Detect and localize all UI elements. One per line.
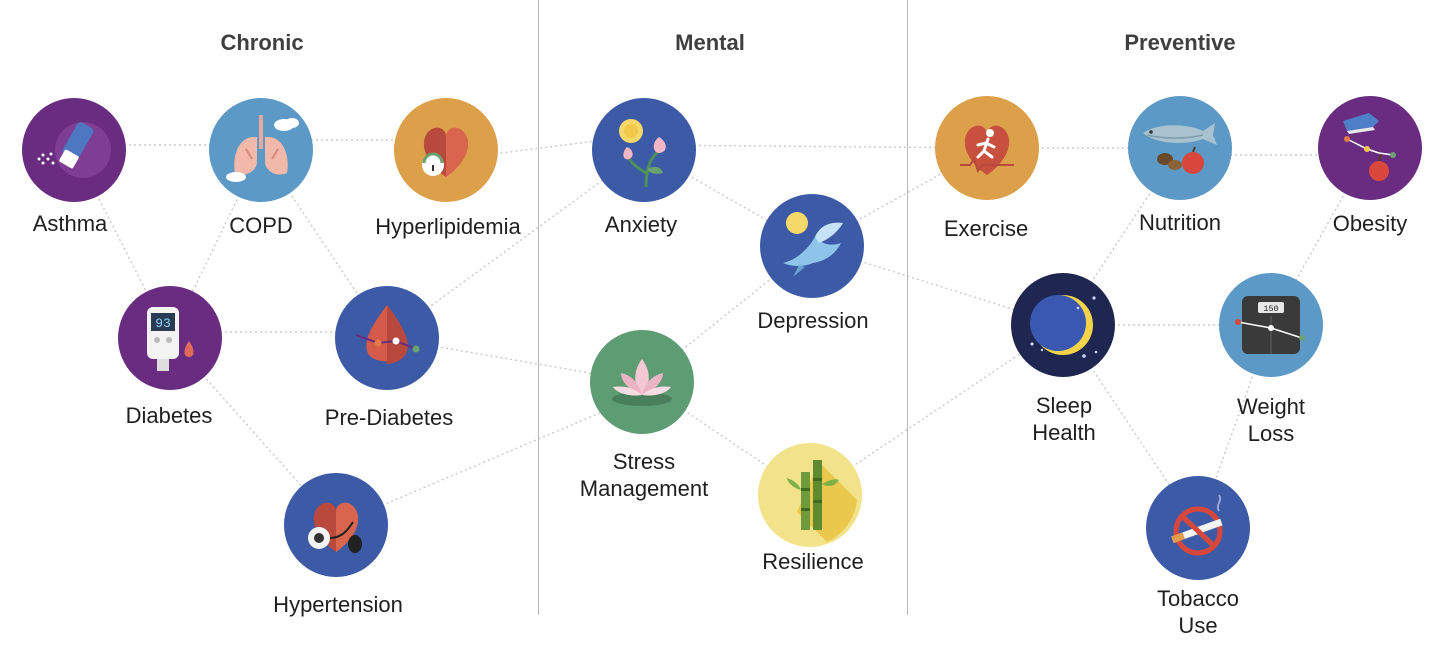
column-title-preventive: Preventive [1124, 30, 1236, 55]
node-diabetes[interactable]: 93 [117, 285, 223, 391]
label-obesity: Obesity [1332, 211, 1408, 236]
fish-food-icon [1128, 96, 1232, 200]
label-hypertension: Hypertension [273, 592, 403, 617]
blood-drop-icon [335, 286, 439, 390]
column-title-chronic: Chronic [220, 30, 304, 55]
shoe-apple-icon [1318, 96, 1422, 200]
edge-obesity-weightloss [1270, 147, 1371, 326]
glucose-meter-icon: 93 [118, 286, 222, 390]
heart-runner-icon [935, 96, 1039, 200]
label-asthma: Asthma [32, 211, 108, 236]
label-prediabetes: Pre-Diabetes [324, 405, 454, 430]
node-hypertension[interactable] [283, 472, 389, 578]
lotus-icon [590, 330, 694, 434]
edge-depression-exercise [811, 147, 988, 247]
label-exercise: Exercise [943, 216, 1029, 241]
edge-stress-resilience [641, 381, 811, 496]
column-divider-2 [907, 0, 908, 615]
moon-icon [1011, 273, 1115, 377]
column-divider-1 [538, 0, 539, 615]
meter-readout: 93 [155, 316, 171, 331]
label-diabetes: Diabetes [125, 403, 213, 428]
edge-hypertension-stress [335, 394, 643, 526]
node-copd[interactable] [208, 97, 314, 203]
node-asthma[interactable] [21, 97, 127, 203]
heart-gauge-icon [394, 98, 498, 202]
node-depression[interactable] [759, 193, 865, 299]
node-weight-loss[interactable]: 150 [1218, 272, 1324, 378]
edge-prediabetes-anxiety [386, 149, 645, 339]
column-title-mental: Mental [675, 30, 745, 55]
dove-icon [760, 194, 864, 298]
node-nutrition[interactable] [1127, 95, 1233, 201]
node-sleep-health[interactable] [1010, 272, 1116, 378]
label-copd: COPD [229, 213, 293, 238]
lungs-icon [209, 98, 313, 202]
label-sleep-health: Sleep Health [1032, 393, 1096, 445]
no-smoking-icon [1146, 476, 1250, 580]
node-hyperlipidemia[interactable] [393, 97, 499, 203]
node-prediabetes[interactable] [334, 285, 440, 391]
node-exercise[interactable] [934, 95, 1040, 201]
node-resilience[interactable] [757, 442, 863, 548]
heart-pressure-icon [284, 473, 388, 577]
node-obesity[interactable] [1317, 95, 1423, 201]
label-tobacco-use: Tobacco Use [1157, 586, 1239, 638]
label-resilience: Resilience [762, 549, 864, 574]
label-nutrition: Nutrition [1139, 210, 1221, 235]
scale-icon: 150 [1219, 273, 1323, 377]
node-anxiety[interactable] [591, 97, 697, 203]
edge-depression-sleep [811, 245, 1064, 326]
edge-anxiety-exercise [643, 144, 988, 149]
node-stress-management[interactable] [589, 329, 695, 435]
label-stress-management: Stress Management [579, 449, 709, 501]
inhaler-icon [22, 98, 126, 202]
label-anxiety: Anxiety [604, 212, 678, 237]
node-tobacco-use[interactable] [1145, 475, 1251, 581]
label-hyperlipidemia: Hyperlipidemia [375, 214, 521, 239]
label-weight-loss: Weight Loss [1236, 394, 1306, 446]
bamboo-icon [758, 443, 862, 547]
scale-readout: 150 [1263, 304, 1278, 314]
label-depression: Depression [757, 308, 869, 333]
sun-flower-icon [592, 98, 696, 202]
